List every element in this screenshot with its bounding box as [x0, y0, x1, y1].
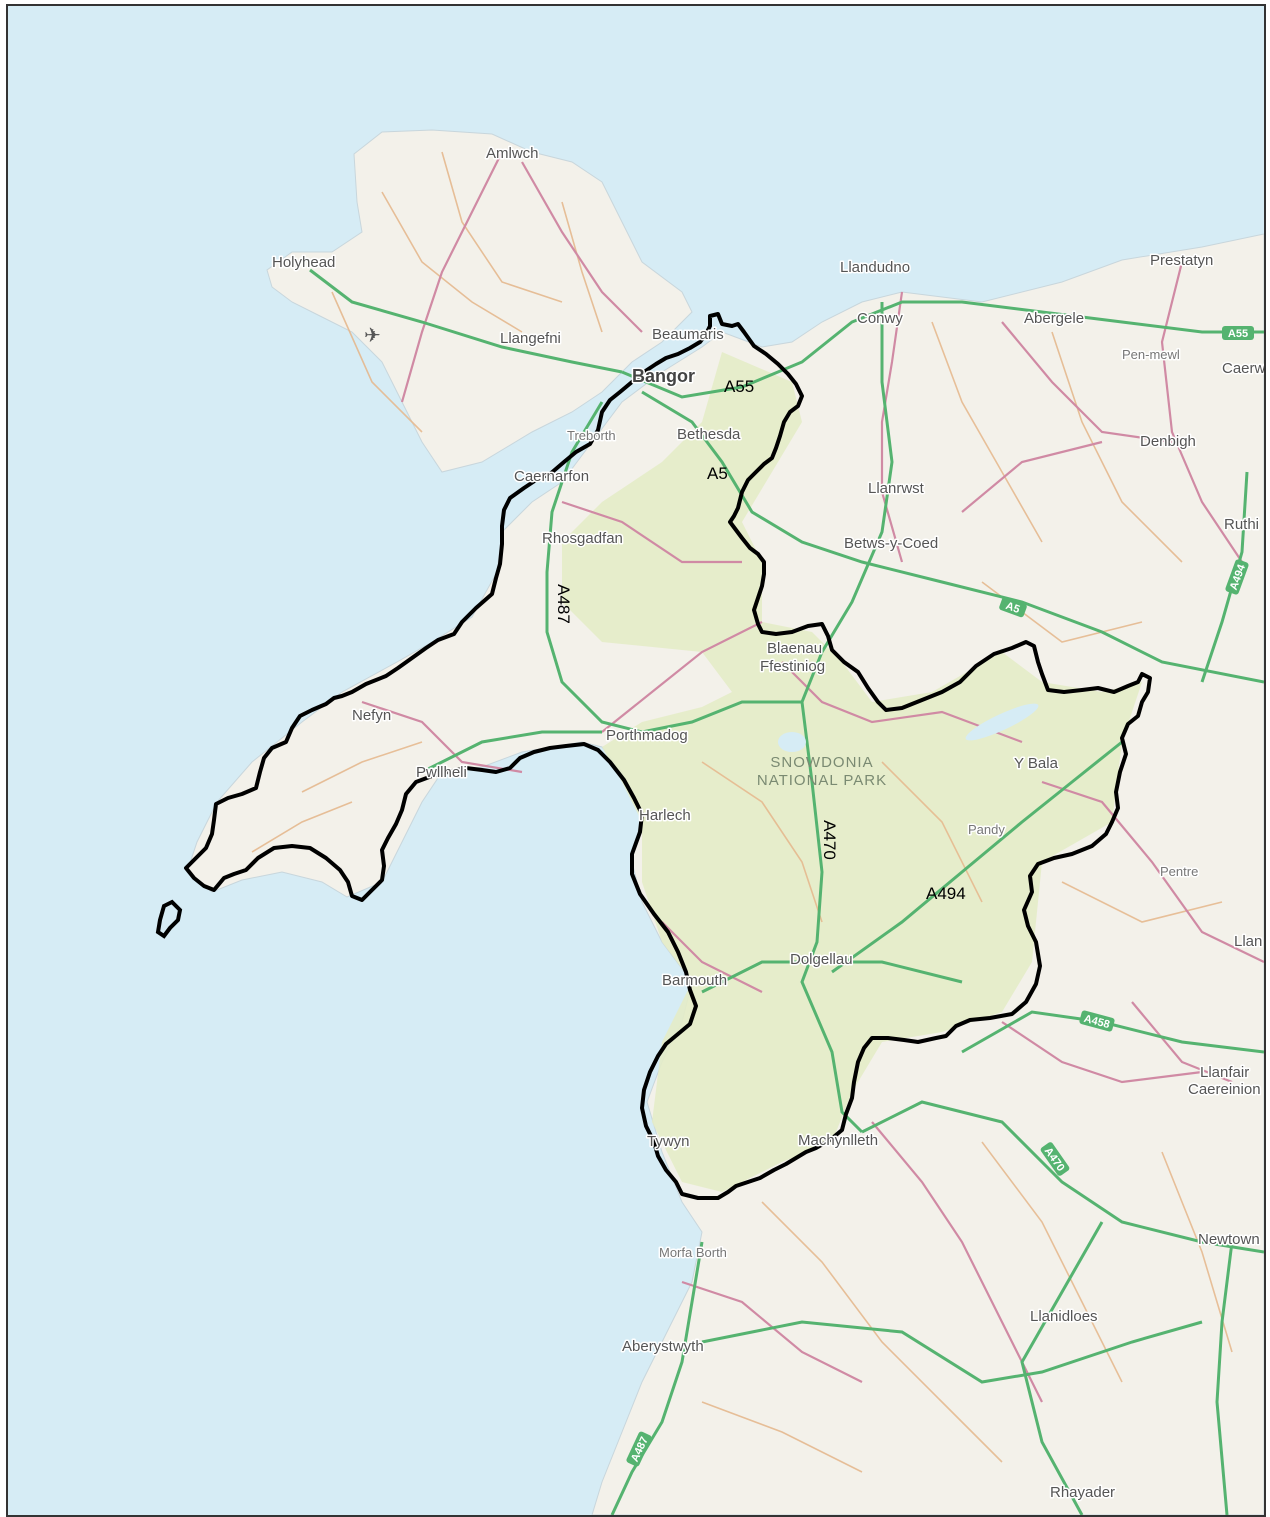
- label-rhayader: Rhayader: [1050, 1484, 1115, 1501]
- road-label-a5: A5: [707, 464, 728, 483]
- label-conwy: Conwy: [857, 310, 903, 327]
- label-llanrwst: Llanrwst: [868, 480, 925, 497]
- label-caerwys: Caerw: [1222, 360, 1264, 377]
- place-labels: Amlwch Holyhead Llangefni Beaumaris Bang…: [271, 144, 1265, 1503]
- label-prestatyn: Prestatyn: [1150, 252, 1213, 269]
- road-annotations: A55 A5 A487 A470 A494: [554, 377, 966, 903]
- road-a55-coast: [621, 300, 1264, 399]
- road-a496: [641, 700, 802, 734]
- map-canvas[interactable]: ✈ A55 A5 A494 A458 A470 A487 Amlwch H: [8, 6, 1264, 1515]
- label-nefyn: Nefyn: [352, 707, 391, 724]
- road-a470-south: [1020, 1221, 1104, 1515]
- airport-icon: ✈: [364, 323, 381, 347]
- label-dolgellau: Dolgellau: [790, 951, 853, 968]
- road-tywyn: [701, 960, 963, 994]
- county-boundary-gwynedd: [184, 312, 1152, 1200]
- label-llangefni: Llangefni: [500, 330, 561, 347]
- label-machynlleth: Machynlleth: [798, 1132, 878, 1149]
- road-shield-a5: A5: [999, 596, 1027, 618]
- label-llanidloes: Llanidloes: [1030, 1308, 1098, 1325]
- label-aberystwyth: Aberystwyth: [622, 1338, 704, 1355]
- minor-roads: [251, 151, 1233, 1473]
- park-label-line2: NATIONAL PARK: [757, 772, 887, 789]
- label-llandudno: Llandudno: [840, 259, 910, 276]
- label-betws-y-coed: Betws-y-Coed: [844, 535, 938, 552]
- label-caereinion: Caereinion: [1188, 1081, 1261, 1098]
- road-a470: [800, 302, 894, 1134]
- trunk-roads: [309, 268, 1264, 1515]
- land-anglesey: [266, 129, 693, 473]
- road-coast-south: [610, 1241, 704, 1515]
- park-label-line1: SNOWDONIA: [770, 754, 873, 771]
- label-morfa-borth: Morfa Borth: [659, 1245, 727, 1260]
- road-a5: [641, 390, 1264, 684]
- road-label-a470: A470: [820, 820, 839, 860]
- label-y-bala: Y Bala: [1014, 755, 1059, 772]
- label-harlech: Harlech: [639, 807, 691, 824]
- road-a483: [1215, 1241, 1234, 1515]
- national-park-label: SNOWDONIA NATIONAL PARK: [757, 754, 887, 789]
- label-holyhead: Holyhead: [272, 254, 335, 271]
- label-amlwch: Amlwch: [486, 145, 539, 162]
- road-llyn: [421, 730, 602, 774]
- label-abergele: Abergele: [1024, 310, 1084, 327]
- road-a55-anglesey: [309, 268, 623, 374]
- road-shield-a55: A55: [1222, 326, 1254, 340]
- a-roads: [361, 151, 1264, 1403]
- label-beaumaris: Beaumaris: [652, 326, 724, 343]
- road-a487: [545, 401, 643, 734]
- label-blaenau: Blaenau: [767, 640, 822, 657]
- road-label-a487: A487: [554, 584, 573, 624]
- road-a44: [701, 1320, 1203, 1384]
- lake-bala: [965, 703, 1039, 741]
- label-tywyn: Tywyn: [647, 1133, 690, 1150]
- label-pen-mewl: Pen-mewl: [1122, 347, 1180, 362]
- label-rhosgadfan: Rhosgadfan: [542, 530, 623, 547]
- label-llan: Llan: [1234, 933, 1262, 950]
- label-ffestiniog: Ffestiniog: [760, 658, 825, 675]
- label-bethesda: Bethesda: [677, 426, 741, 443]
- svg-text:A55: A55: [1228, 328, 1248, 340]
- lake-trawsfynydd: [778, 732, 806, 752]
- label-llanfair: Llanfair: [1200, 1064, 1249, 1081]
- label-caernarfon: Caernarfon: [514, 468, 589, 485]
- label-ruthin: Ruthi: [1224, 516, 1259, 533]
- road-label-a55: A55: [724, 377, 754, 396]
- road-label-a494: A494: [926, 884, 966, 903]
- label-pandy: Pandy: [968, 822, 1005, 837]
- label-porthmadog: Porthmadog: [606, 727, 688, 744]
- road-a489: [861, 1100, 1264, 1254]
- label-treborth: Treborth: [567, 428, 616, 443]
- boundary-bardsey-island: [155, 899, 183, 939]
- label-pentre: Pentre: [1160, 864, 1198, 879]
- label-bangor: Bangor: [632, 366, 695, 386]
- label-denbigh: Denbigh: [1140, 433, 1196, 450]
- label-barmouth: Barmouth: [662, 972, 727, 989]
- label-newtown: Newtown: [1198, 1231, 1260, 1248]
- svg-text:A5: A5: [1004, 600, 1021, 616]
- map-frame[interactable]: ✈ A55 A5 A494 A458 A470 A487 Amlwch H: [6, 4, 1266, 1517]
- road-a494: [831, 740, 1123, 974]
- label-pwllheli: Pwllheli: [416, 764, 467, 781]
